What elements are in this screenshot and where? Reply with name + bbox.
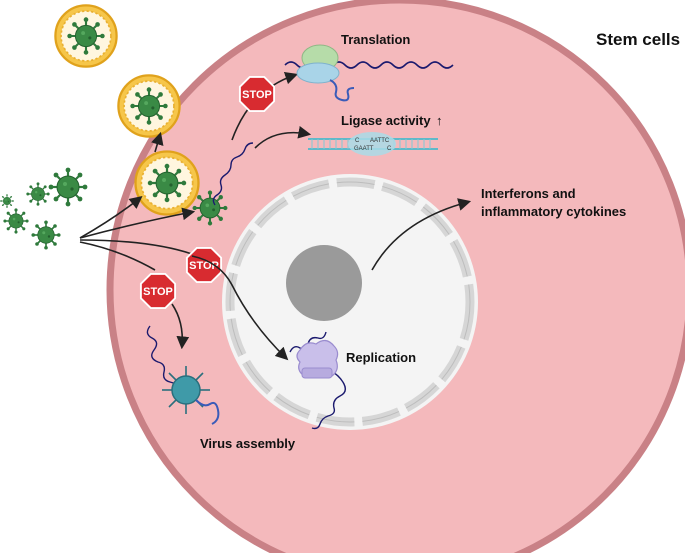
exosome-icon [136, 152, 199, 215]
virus-icon [48, 167, 88, 207]
stop-sign-translation: STOP [238, 75, 276, 113]
stop-sign-label: STOP [143, 286, 173, 298]
assembly-rna [146, 325, 183, 389]
stop-sign-assembly: STOP [139, 272, 177, 310]
process-arrows [171, 198, 472, 361]
dna-seq-top-right: AATTC [370, 138, 390, 144]
dna-seq-bottom-right: C [387, 146, 392, 152]
label-virus-assembly: Virus assembly [200, 436, 296, 451]
nucleolus-icon [286, 245, 362, 321]
assembled-virus-icon [162, 366, 210, 414]
virus-icon [0, 194, 14, 208]
dna-seq-top-left: C [355, 138, 360, 144]
virus-icon [3, 208, 29, 234]
exosome-icon [118, 75, 179, 136]
exosome-icon [55, 5, 116, 66]
ribosome-icon [296, 44, 340, 84]
label-interferons-line1: Interferons and [481, 186, 576, 201]
label-ligase-arrow: ↑ [436, 113, 443, 128]
dna-seq-bottom-left: GAATT [354, 146, 374, 152]
entry-arrows [79, 131, 196, 271]
label-interferons-line2: inflammatory cytokines [481, 204, 626, 219]
label-ligase-activity: Ligase activity [341, 113, 431, 128]
virus-icon [26, 182, 50, 206]
polymerase-icon [296, 339, 339, 379]
label-translation: Translation [341, 32, 410, 47]
virus-icon [192, 190, 228, 226]
virus-icon [31, 220, 61, 250]
dna-icon: C AATTC GAATT C [308, 132, 438, 156]
viral-rna [212, 142, 254, 206]
peptide-chain [329, 79, 355, 102]
virus-cluster [0, 167, 88, 250]
label-replication: Replication [346, 350, 416, 365]
label-ligase-group: Ligase activity ↑ [341, 113, 443, 128]
label-stem-cells: Stem cells [596, 30, 680, 49]
stop-sign-label: STOP [242, 89, 272, 101]
assembly-rna-tail [195, 399, 220, 425]
stop-sign-replication: STOP [185, 246, 223, 284]
